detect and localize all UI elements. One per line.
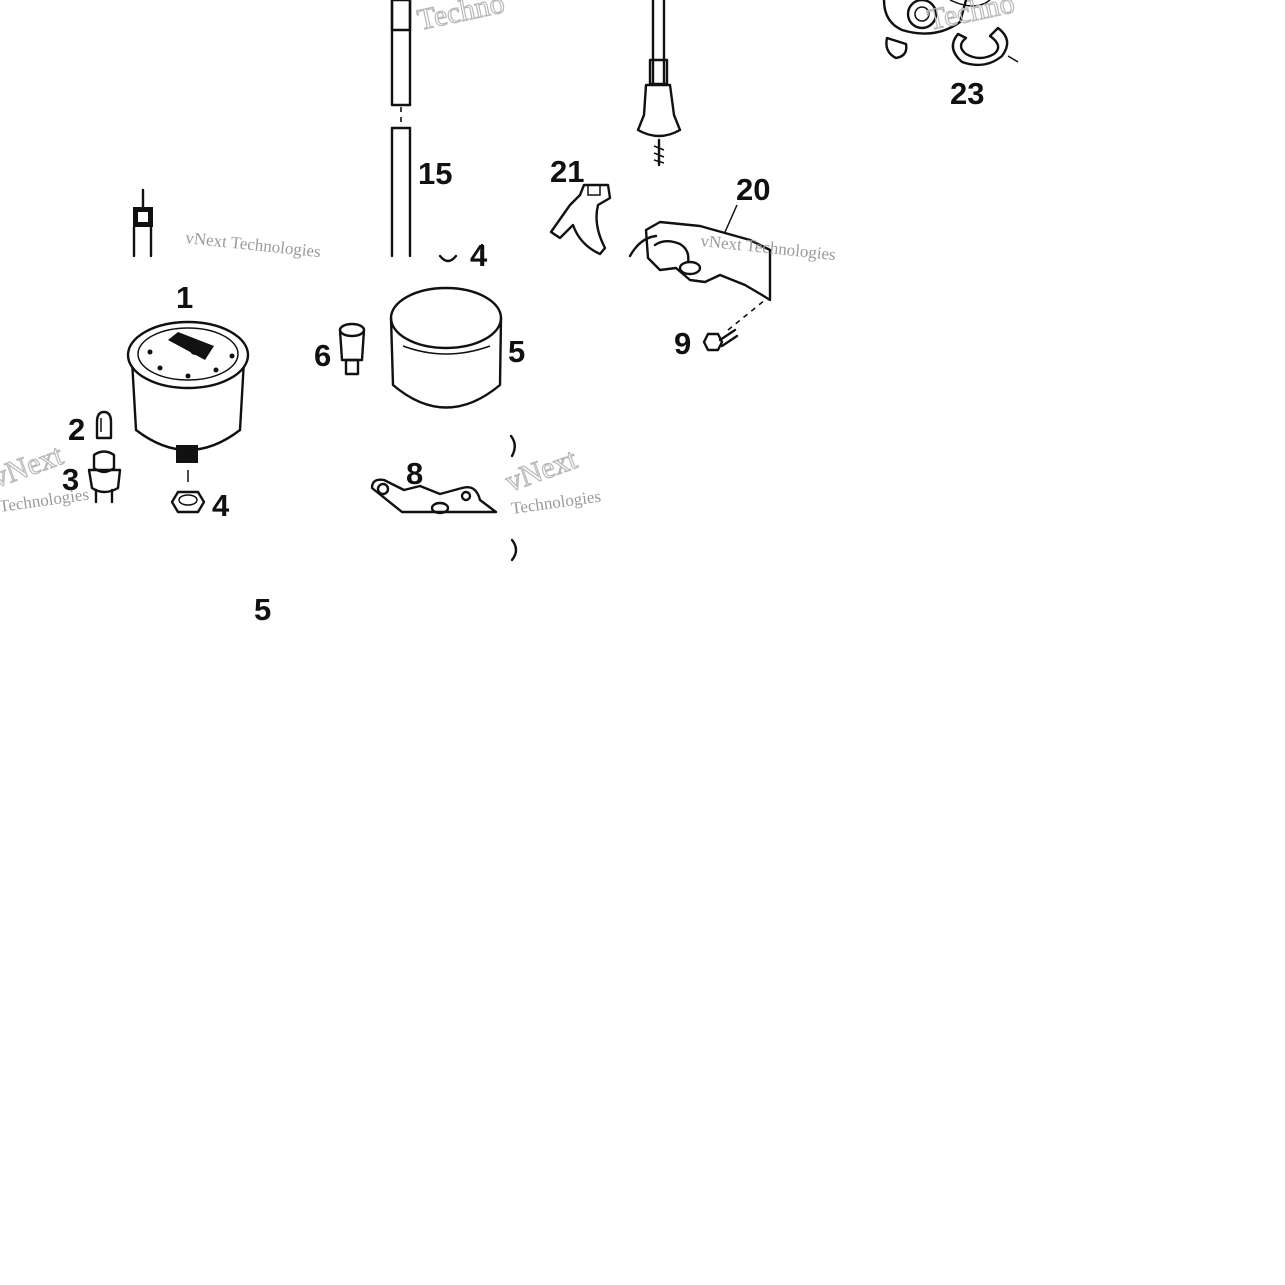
screw-icon [702,299,766,352]
callout-2: 2 [68,412,85,447]
callout-15: 15 [418,156,452,191]
callout-9: 9 [674,326,691,361]
nut-icon [170,254,458,514]
drive-gear-icon [882,0,991,60]
callout-4: 4 [212,488,230,523]
watermark-text: Techno [415,0,508,37]
bulb-icon [95,410,113,440]
callout-5: 5 [508,334,525,369]
grommet-icon [338,322,366,376]
callout-20: 20 [736,172,770,207]
callout-6: 6 [314,338,331,373]
callout-4-b: 4 [470,238,488,273]
callout-21: 21 [550,154,584,189]
watermark-text: Techno [925,0,1018,37]
callout-8: 8 [406,456,423,491]
callout-3: 3 [62,462,79,497]
callout-1: 1 [176,280,193,315]
bulb-socket-icon [87,450,122,504]
watermark-text: vNext [0,438,68,494]
watermark-text: vNext Technologies [700,231,837,264]
cable-icon [390,0,412,258]
cup-icon [389,286,503,409]
ring-icon [951,26,1019,67]
bracket-icon [370,478,498,515]
clip-icon [549,183,612,256]
lever-icon [628,204,772,302]
speedometer-icon [126,320,250,482]
callout-5-b: 5 [254,592,271,627]
watermark-text: Technologies [0,485,90,516]
watermark-text: vNext Technologies [185,228,322,261]
connector-icon [132,188,153,258]
cable-end-icon [636,0,682,167]
callout-23: 23 [950,76,984,111]
